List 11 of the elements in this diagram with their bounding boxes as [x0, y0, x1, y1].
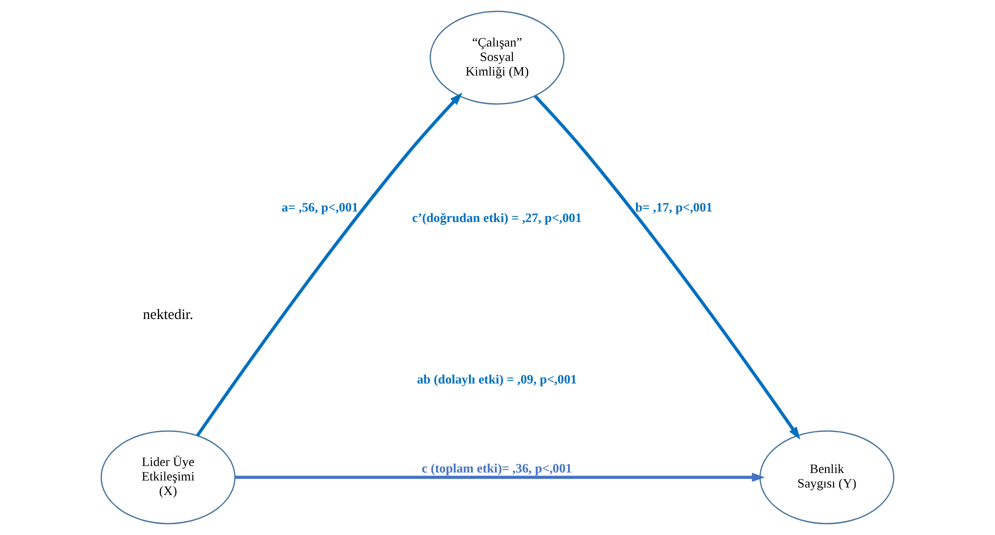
edge-label: a= ,56, p<,001: [282, 200, 358, 214]
edge-label: c (toplam etki)= ,36, p<,001: [422, 461, 572, 476]
node-ellipse: Lider Üye Etkileşimi (X): [100, 430, 236, 524]
label: nektedir.: [142, 306, 194, 323]
label: ab (dolaylı etki) = ,09, p<,001: [416, 372, 577, 387]
label: c’(doğrudan etki) = ,27, p<,001: [412, 210, 582, 225]
arrow: [534, 94, 800, 440]
node-ellipse: Benlik Saygısı (Y): [759, 430, 894, 524]
edge-label: b= ,17, p<,001: [635, 200, 713, 214]
arrow: [235, 472, 765, 482]
arrow: [196, 92, 462, 437]
